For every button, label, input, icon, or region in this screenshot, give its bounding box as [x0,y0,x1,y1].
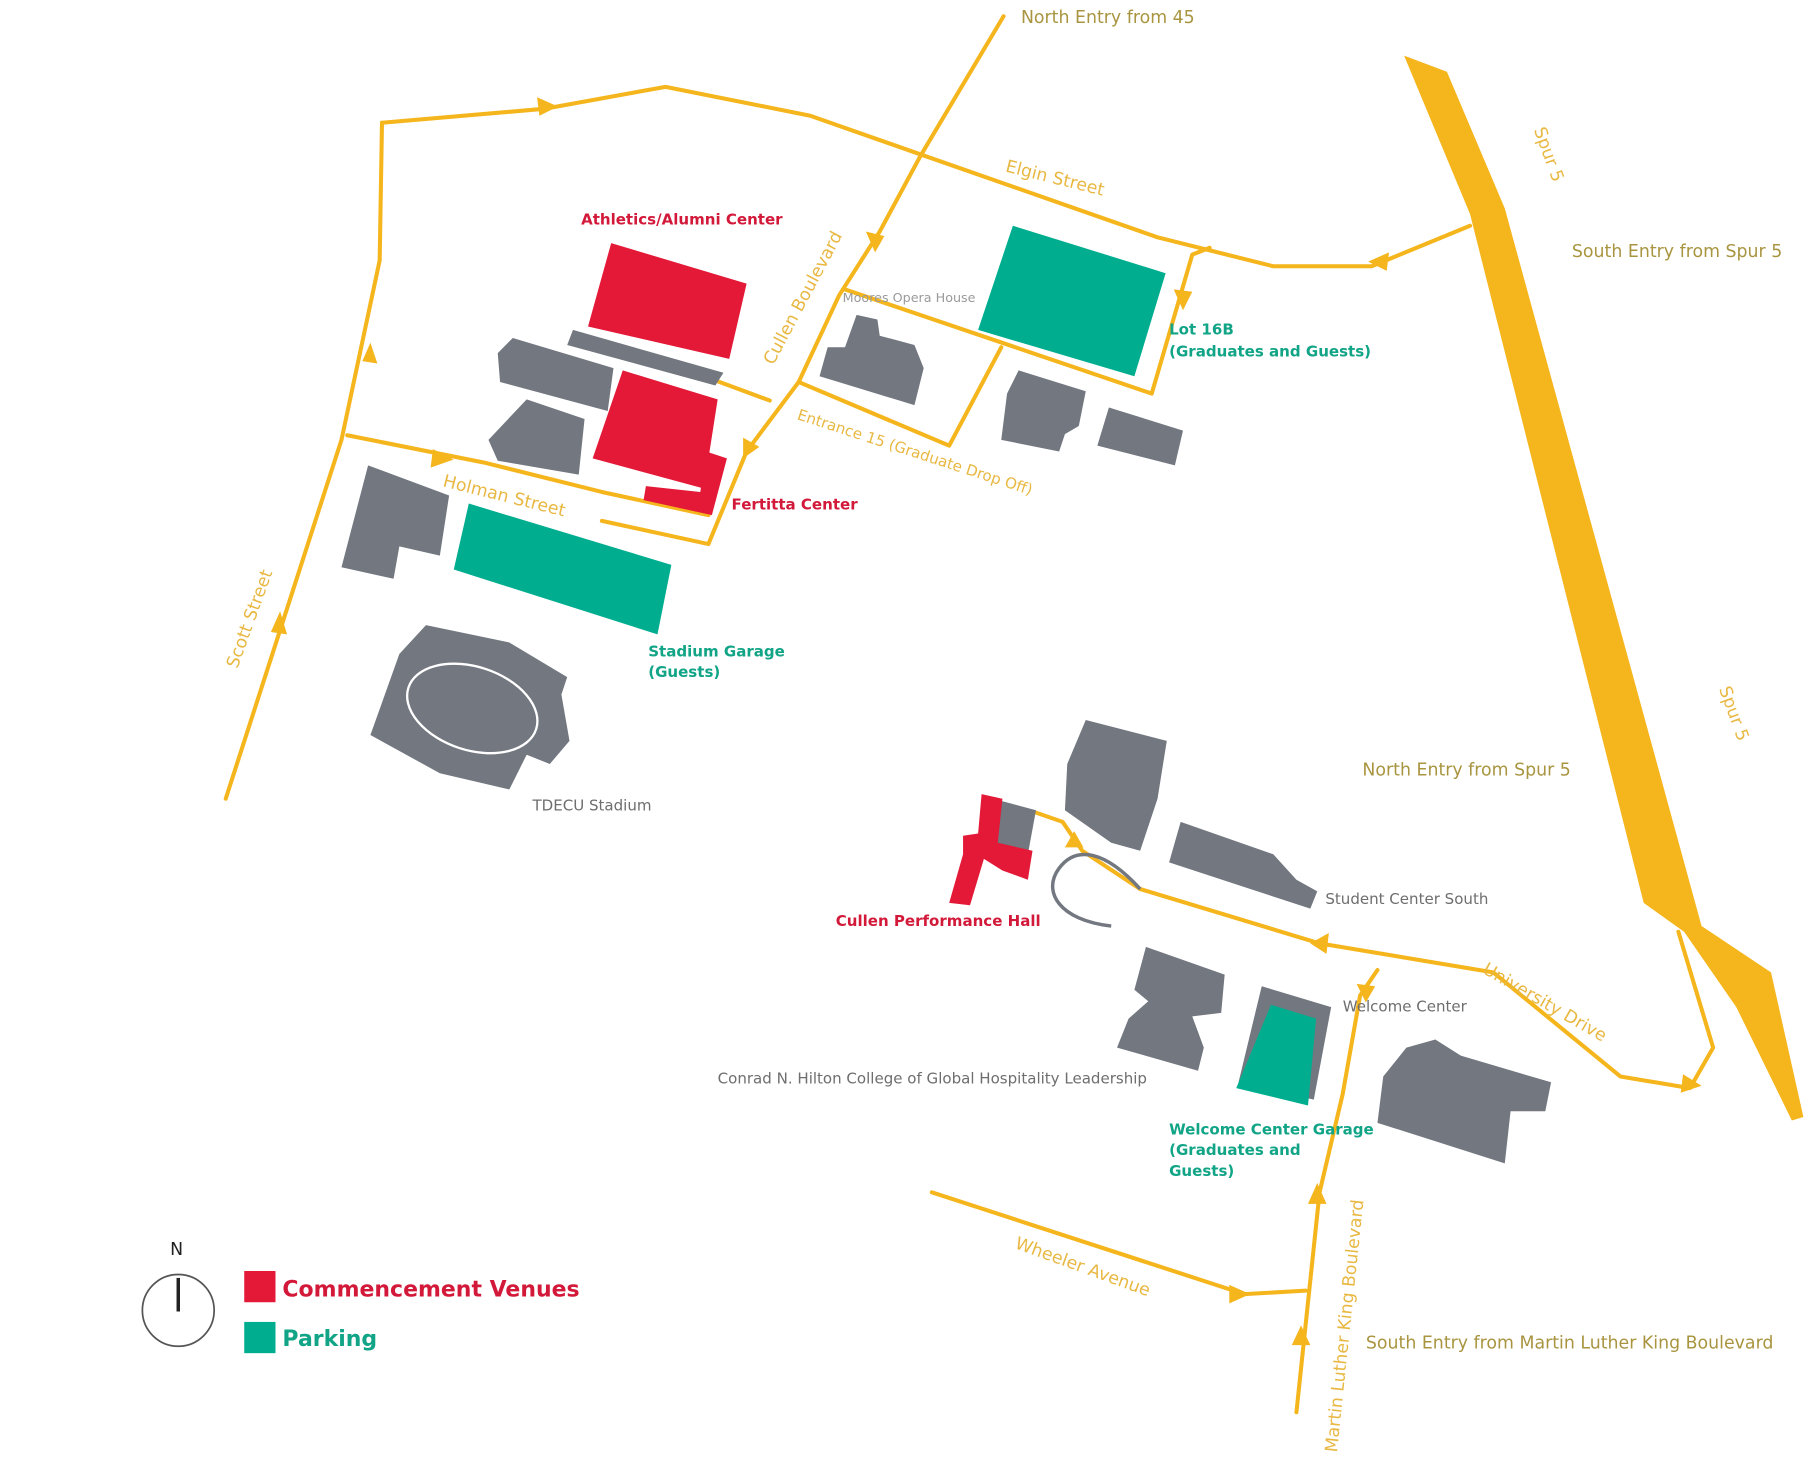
parking-areas [453,225,1317,1106]
stadium-building [370,625,570,790]
label-welcome-center: Welcome Center [1343,998,1468,1016]
building [1064,720,1167,851]
label-fertitta-center: Fertitta Center [732,495,859,513]
road-entrance-15 [796,345,1004,448]
building [567,329,724,386]
building [1377,1039,1552,1164]
north-label: N [170,1240,183,1260]
road-holman-street [345,433,711,518]
arrow-icon [430,449,454,468]
label-lot-16b-note: (Graduates and Guests) [1169,343,1371,361]
label-mlk-boulevard: Martin Luther King Boulevard [1322,1199,1368,1454]
welcome-center-garage [1236,1004,1317,1106]
building [1001,370,1086,452]
label-welcome-center-garage-note1: (Graduates and [1169,1141,1301,1159]
arrow-icon [1356,983,1376,1003]
arrow-icon [362,342,378,364]
moores-opera-house [819,314,924,406]
label-athletics-alumni-center: Athletics/Alumni Center [581,211,783,229]
label-south-entry-mlk: South Entry from Martin Luther King Boul… [1366,1334,1774,1354]
athletics-alumni-center [588,243,747,359]
legend-parking-label: Parking [282,1327,377,1352]
compass-icon [141,1273,216,1348]
legend-venue-swatch [244,1270,276,1303]
label-welcome-center-garage-note2: Guests) [1169,1162,1234,1180]
arrow-icon [1310,932,1329,954]
label-north-entry-45: North Entry from 45 [1021,8,1195,28]
arrow-icon [1173,289,1193,311]
label-university-drive: University Drive [1479,959,1610,1046]
legend-parking-swatch [244,1321,276,1354]
arrow-icon [865,231,885,253]
label-moores-opera-house: Moores Opera House [843,291,976,306]
label-stadium-garage-note: (Guests) [648,663,720,681]
label-north-entry-spur5: North Entry from Spur 5 [1362,761,1570,781]
cullen-hall-loop [1050,852,1142,928]
label-wheeler-avenue: Wheeler Avenue [1012,1234,1152,1301]
building [989,798,1036,855]
label-spur5-bottom: Spur 5 [1714,684,1752,744]
commencement-venues [588,243,1033,906]
road-moores [842,245,1212,396]
label-lot-16b: Lot 16B [1169,321,1234,339]
arrow-icon [1291,1325,1311,1346]
label-tdecu-stadium: TDECU Stadium [531,796,651,814]
direction-arrows [270,97,1702,1346]
road-north-loop [379,84,1473,269]
buildings [341,314,1552,1164]
arrow-icon [1368,252,1390,271]
student-center-south [1169,821,1318,909]
arrow-icon [1308,1183,1327,1204]
label-stadium-garage: Stadium Garage [648,642,785,660]
fertitta-center [643,451,727,516]
arrow-icon [1229,1284,1251,1304]
label-south-entry-spur5: South Entry from Spur 5 [1572,242,1782,262]
label-scott-street: Scott Street [223,567,277,671]
legend-venue-label: Commencement Venues [282,1277,579,1302]
label-spur5-top: Spur 5 [1529,125,1567,185]
legend: N Commencement Venues Parking [141,1240,580,1354]
label-entrance-15: Entrance 15 (Graduate Drop Off) [795,406,1035,499]
building [1117,946,1225,1071]
label-cullen-boulevard: Cullen Boulevard [760,228,847,368]
spur5-freeway [1404,55,1804,1121]
stadium-field [405,662,539,755]
label-cullen-performance-hall: Cullen Performance Hall [836,912,1041,930]
building [341,465,450,579]
lot-16b [978,225,1166,377]
stadium-garage [453,503,672,635]
label-hilton-college: Conrad N. Hilton College of Global Hospi… [718,1069,1147,1087]
road-scott-street [223,120,385,801]
label-elgin-street: Elgin Street [1004,157,1107,201]
building [488,399,585,475]
label-welcome-center-garage: Welcome Center Garage [1169,1120,1374,1138]
cullen-performance-hall [949,794,1033,906]
arrow-icon [1680,1074,1702,1093]
building [1097,407,1183,466]
arrow-icon [270,611,288,635]
road-cullen-boulevard [599,14,1006,547]
building [497,338,614,411]
roads [223,14,1716,1415]
arrow-icon [743,437,760,459]
arrow-icon [537,97,558,116]
arrow-icon [1064,831,1084,848]
venue-building [592,370,718,489]
label-student-center-south: Student Center South [1325,890,1488,908]
